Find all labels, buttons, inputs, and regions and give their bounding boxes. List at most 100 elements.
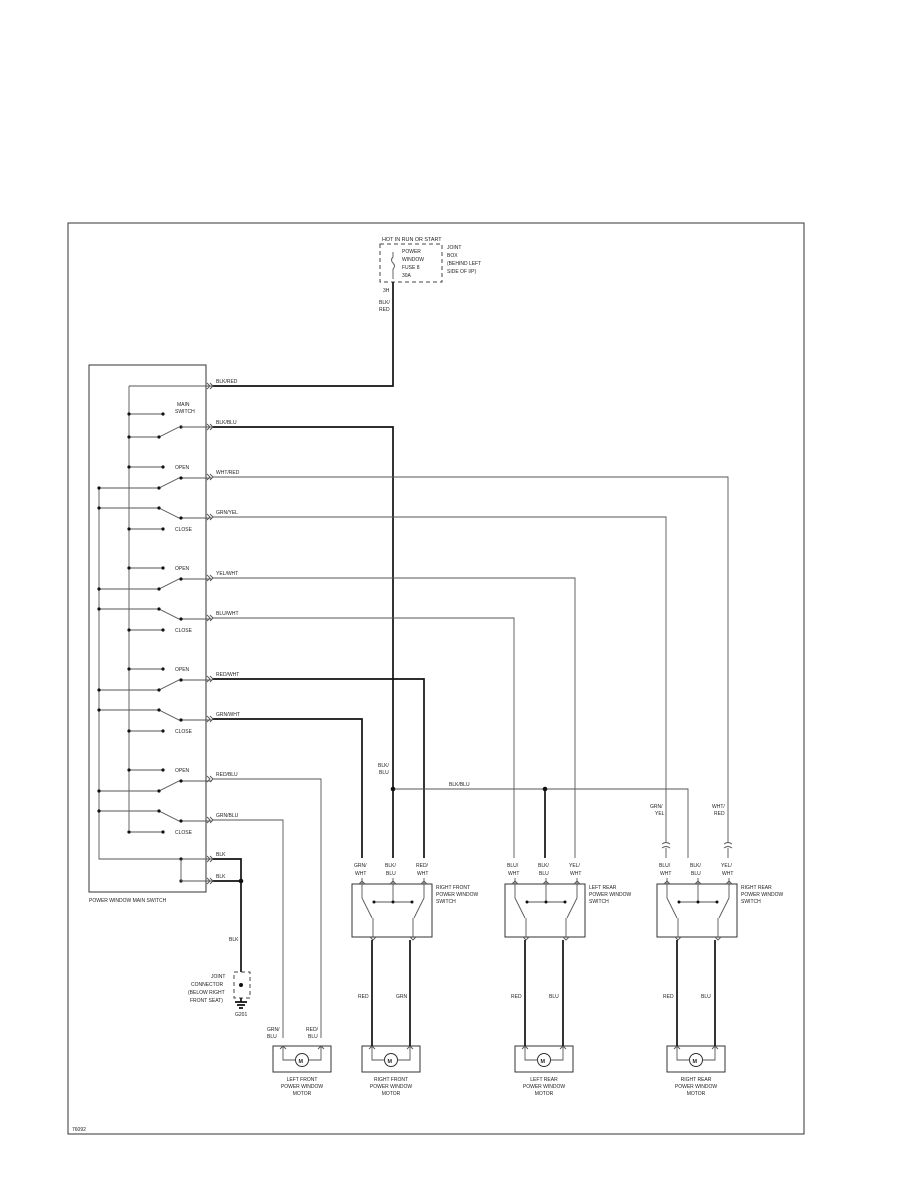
bus-wire [393, 788, 689, 858]
bus-splice-1 [390, 786, 396, 792]
hot-in-run-label: HOT IN RUN OR START [382, 237, 442, 243]
switch-name-label: POWER WINDOW [589, 892, 631, 898]
switch-pin-label: BLU [691, 871, 701, 877]
close-label: CLOSE [175, 628, 193, 634]
fuse-pin-label: 3H [383, 288, 390, 294]
bus-drop-label-1: BLK/ [378, 763, 389, 769]
switch-pin-label: BLK/ [385, 863, 396, 869]
wire-label-grn-blu: GRN/BLU [216, 813, 239, 819]
switch-pin-label: YEL/ [721, 863, 732, 869]
main-switch-contacts [129, 385, 212, 439]
motor-name-label: MOTOR [293, 1091, 312, 1097]
feed-wire-label-1: BLK/ [379, 300, 390, 306]
wire-grn-wht [212, 718, 363, 858]
wire-label-red-blu: RED/BLU [216, 772, 238, 778]
switch-pin-label: BLK/ [538, 863, 549, 869]
rear-input-break-2 [723, 842, 733, 849]
wire-grn-yel [212, 516, 667, 842]
joint-box [379, 243, 443, 283]
switch-pin-label: RED/ [416, 863, 429, 869]
joint-box-label-4: SIDE OF I/P) [447, 269, 477, 275]
wire-label-blk-blu: BLK/BLU [216, 420, 237, 426]
figure-id: 76092 [72, 1127, 86, 1133]
switch-name-label: RIGHT FRONT [436, 885, 470, 891]
motor-name-label: POWER WINDOW [523, 1084, 565, 1090]
switch-name-label: RIGHT REAR [741, 885, 772, 891]
motor-symbol: M [299, 1059, 304, 1065]
switch-name-label: SWITCH [436, 899, 456, 905]
switch-name-label: POWER WINDOW [741, 892, 783, 898]
wire-red-wht [212, 678, 425, 858]
switch-pin-label: BLK/ [690, 863, 701, 869]
motor-wire-label: BLU [308, 1034, 318, 1040]
motor-name-label: MOTOR [535, 1091, 554, 1097]
rear-input-wht-red-2: RED [714, 811, 725, 817]
ground-joint-connector [233, 971, 251, 999]
diagram-frame [67, 222, 805, 1135]
wire-label-blk-1: BLK [216, 852, 226, 858]
joint-box-label-1: JOINT [447, 245, 461, 251]
main-switch-window-group: OPEN CLOSE [97, 667, 212, 735]
main-switch-label-1: MAIN [177, 402, 190, 408]
bus-drop-label-2: BLU [379, 770, 389, 776]
ground-connector-label-4: FRONT SEAT) [190, 998, 223, 1004]
switch-pin-label: WHT [355, 871, 366, 877]
bus-wire-label: BLK/BLU [449, 782, 470, 788]
switch-pin-label: WHT [660, 871, 671, 877]
close-label: CLOSE [175, 729, 193, 735]
motor-wire-label: GRN [396, 994, 408, 1000]
ground-connector-label-2: CONNECTOR [191, 982, 224, 988]
rear-input-break-1 [661, 842, 671, 849]
open-label: OPEN [175, 667, 190, 673]
ground-wire-label: BLK [229, 937, 239, 943]
switch-name-label: SWITCH [589, 899, 609, 905]
wire-label-blk-2: BLK [216, 874, 226, 880]
switch-pin-label: BLU/ [659, 863, 671, 869]
main-switch-name: POWER WINDOW MAIN SWITCH [89, 898, 167, 904]
rear-input-grn-yel-2: YEL [655, 811, 665, 817]
wire-blk-blu-main [212, 426, 394, 789]
fuse-label-1: POWER [402, 249, 421, 255]
wire-label-red-wht: RED/WHT [216, 672, 239, 678]
wire-label-wht-red: WHT/RED [216, 470, 240, 476]
switch-pin-label: YEL/ [569, 863, 580, 869]
rear-input-wht-red-1: WHT/ [712, 804, 725, 810]
ground-symbol [235, 998, 247, 1009]
motor-symbol: M [541, 1059, 546, 1065]
joint-box-label-3: (BEHIND LEFT [447, 261, 481, 267]
ground-splice [238, 878, 244, 884]
main-switch-window-group: OPEN CLOSE [97, 566, 212, 634]
switch-pin-label: WHT [417, 871, 428, 877]
fuse-label-2: WINDOW [402, 257, 424, 263]
open-label: OPEN [175, 768, 190, 774]
ground-connector-label-3: (BELOW RIGHT [188, 990, 225, 996]
main-switch-label-2: SWITCH [175, 409, 195, 415]
motor-name-label: LEFT FRONT [287, 1077, 318, 1083]
open-label: OPEN [175, 566, 190, 572]
motor-symbol: M [388, 1059, 393, 1065]
switch-pin-label: WHT [508, 871, 519, 877]
feed-wire [212, 282, 394, 387]
motor-wire-label: BLU [267, 1034, 277, 1040]
switch-name-label: LEFT REAR [589, 885, 617, 891]
motor-name-label: POWER WINDOW [281, 1084, 323, 1090]
switch-pin-label: BLU [386, 871, 396, 877]
main-switch-box [88, 364, 207, 893]
wire-label-yel-wht: YEL/WHT [216, 571, 238, 577]
fuse-symbol [391, 252, 395, 279]
motor-wire-label: GRN/ [267, 1027, 280, 1033]
fuse-label-3: FUSE 8 [402, 265, 420, 271]
wire-label-blu-wht: BLU/WHT [216, 611, 239, 617]
switch-name-label: POWER WINDOW [436, 892, 478, 898]
wire-label-blk-red: BLK/RED [216, 379, 238, 385]
motor-name-label: POWER WINDOW [370, 1084, 412, 1090]
main-switch-connector-marks [206, 382, 214, 885]
